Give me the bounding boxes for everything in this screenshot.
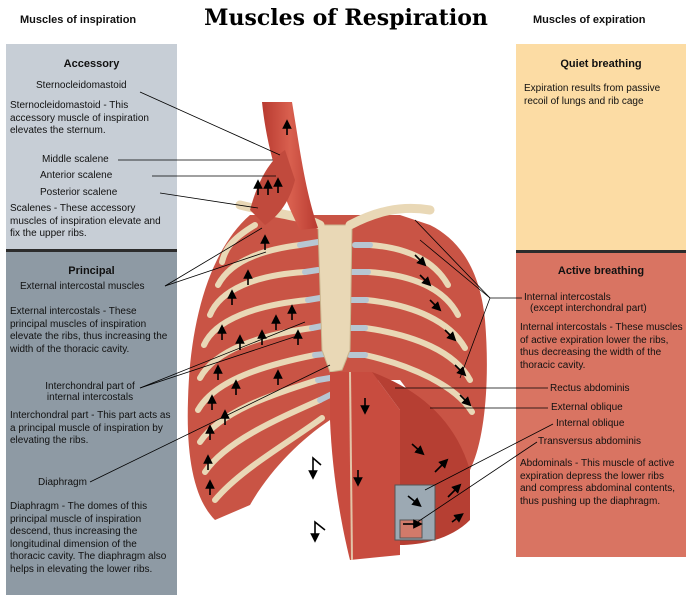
panel-divider-left: [6, 249, 177, 252]
label-interchondral-line1: Interchondral part of: [45, 381, 135, 392]
rib-cage: [187, 200, 487, 520]
interchondral-description: Interchondral part - This part acts as a…: [10, 410, 171, 446]
label-internal-intercostal-line1: Internal intercostals: [524, 292, 611, 303]
active-breathing-panel: [516, 252, 686, 557]
label-external-oblique: External oblique: [551, 402, 623, 413]
label-external-intercostal: External intercostal muscles: [20, 281, 145, 292]
abdominal-wall: [330, 371, 470, 561]
accessory-content: Accessory: [6, 58, 177, 71]
diaphragm-description: Diaphragm - The domes of this principal …: [10, 501, 167, 575]
quiet-content: Quiet breathing: [516, 58, 686, 71]
panel-divider-right: [516, 250, 686, 253]
label-middle-scalene: Middle scalene: [42, 154, 109, 165]
quiet-description: Expiration results from passive recoil o…: [524, 83, 661, 107]
header-inspiration: Muscles of inspiration: [20, 14, 137, 26]
page-title: Muscles of Respiration: [204, 5, 488, 31]
label-internal-intercostal: Internal intercostals (except interchond…: [524, 292, 647, 314]
abdominals-description: Abdominals - This muscle of active expir…: [520, 458, 676, 507]
principal-content: Principal: [6, 265, 177, 278]
scalenes-description: Scalenes - These accessory muscles of in…: [10, 203, 161, 239]
label-anterior-scalene: Anterior scalene: [40, 170, 113, 181]
active-heading: Active breathing: [557, 265, 645, 277]
active-content: Active breathing: [516, 265, 686, 278]
label-diaphragm: Diaphragm: [38, 477, 87, 488]
sternocleidomastoid-description: Sternocleidomastoid - This accessory mus…: [10, 100, 149, 136]
label-rectus-abdominis: Rectus abdominis: [550, 383, 630, 394]
label-transversus-abdominis: Transversus abdominis: [538, 436, 642, 447]
label-internal-intercostal-line2: (except interchondral part): [530, 303, 647, 314]
accessory-panel: [6, 44, 177, 251]
label-interchondral: Interchondral part of internal intercost…: [20, 381, 160, 403]
internal-intercostal-description: Internal intercostals - These muscles of…: [520, 322, 683, 371]
label-interchondral-line2: internal intercostals: [46, 392, 134, 403]
header-expiration: Muscles of expiration: [533, 14, 646, 26]
label-internal-oblique: Internal oblique: [556, 418, 625, 429]
quiet-heading: Quiet breathing: [560, 58, 642, 70]
external-intercostal-description: External intercostals - These principal …: [10, 306, 168, 355]
principal-panel: [6, 251, 177, 595]
quiet-breathing-panel: [516, 44, 686, 252]
label-sternocleidomastoid: Sternocleidomastoid: [36, 80, 127, 91]
principal-heading: Principal: [68, 265, 115, 277]
accessory-heading: Accessory: [63, 58, 120, 70]
label-posterior-scalene: Posterior scalene: [40, 187, 118, 198]
